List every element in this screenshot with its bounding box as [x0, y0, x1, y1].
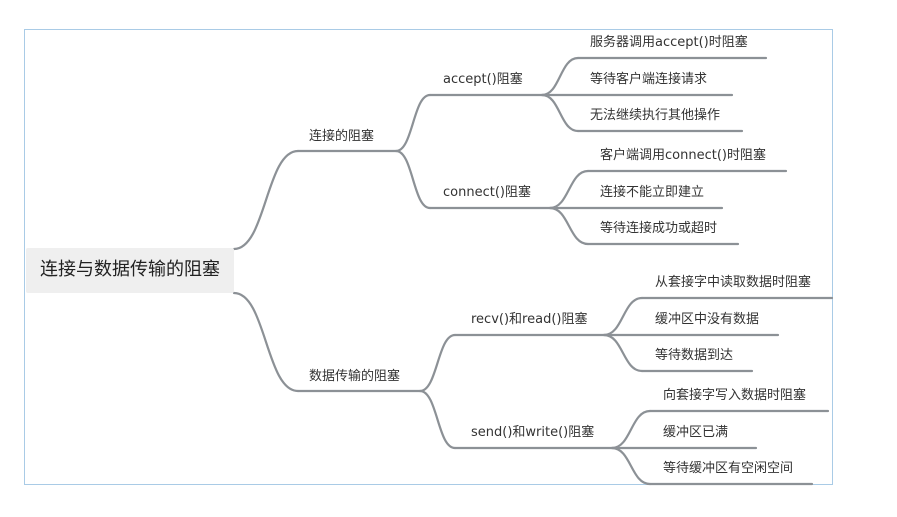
connector-data-to-send [418, 389, 457, 450]
leaf-connect-3-label[interactable]: 等待连接成功或超时 [600, 221, 718, 236]
node-send-write-blocking-label[interactable]: send()和write()阻塞 [471, 425, 595, 440]
connector-send-leaf-3 [610, 446, 652, 486]
connector-accept-leaf-1 [540, 56, 580, 97]
leaf-recv-1-label[interactable]: 从套接字中读取数据时阻塞 [655, 275, 812, 290]
leaf-accept-1-label[interactable]: 服务器调用accept()时阻塞 [590, 35, 748, 50]
root-node-label: 连接与数据传输的阻塞 [40, 259, 220, 280]
branch-connection-blocking-label[interactable]: 连接的阻塞 [309, 129, 375, 144]
leaf-send-3-label[interactable]: 等待缓冲区有空闲空间 [663, 461, 794, 476]
leaf-connect-2-label[interactable]: 连接不能立即建立 [600, 185, 705, 200]
root-node[interactable] [26, 248, 234, 293]
leaf-accept-2-label[interactable]: 等待客户端连接请求 [590, 72, 708, 87]
node-connect-blocking-label[interactable]: connect()阻塞 [443, 185, 531, 200]
leaf-send-2-label[interactable]: 缓冲区已满 [663, 425, 729, 440]
canvas-frame [24, 29, 833, 485]
leaf-send-1-label[interactable]: 向套接字写入数据时阻塞 [663, 388, 807, 403]
connector-connect-leaf-1 [548, 169, 590, 210]
connector-accept-leaf-3 [540, 93, 580, 133]
connector-recv-leaf-3 [602, 333, 644, 373]
leaf-recv-3-label[interactable]: 等待数据到达 [655, 348, 734, 363]
connector-connection-to-connect [394, 149, 432, 210]
connector-root-to-data-transfer [232, 291, 300, 393]
connector-connection-to-accept [394, 93, 432, 153]
leaf-recv-2-label[interactable]: 缓冲区中没有数据 [655, 312, 760, 327]
connector-send-leaf-1 [610, 409, 652, 450]
node-recv-read-blocking-label[interactable]: recv()和read()阻塞 [471, 312, 588, 327]
connector-root-to-connection [232, 149, 300, 251]
leaf-connect-1-label[interactable]: 客户端调用connect()时阻塞 [600, 148, 766, 163]
node-accept-blocking-label[interactable]: accept()阻塞 [443, 72, 523, 87]
connector-connect-leaf-3 [548, 206, 590, 246]
branch-data-transfer-blocking-label[interactable]: 数据传输的阻塞 [309, 369, 401, 384]
connector-recv-leaf-1 [602, 296, 644, 337]
leaf-accept-3-label[interactable]: 无法继续执行其他操作 [590, 108, 721, 123]
connector-data-to-recv [418, 333, 457, 393]
